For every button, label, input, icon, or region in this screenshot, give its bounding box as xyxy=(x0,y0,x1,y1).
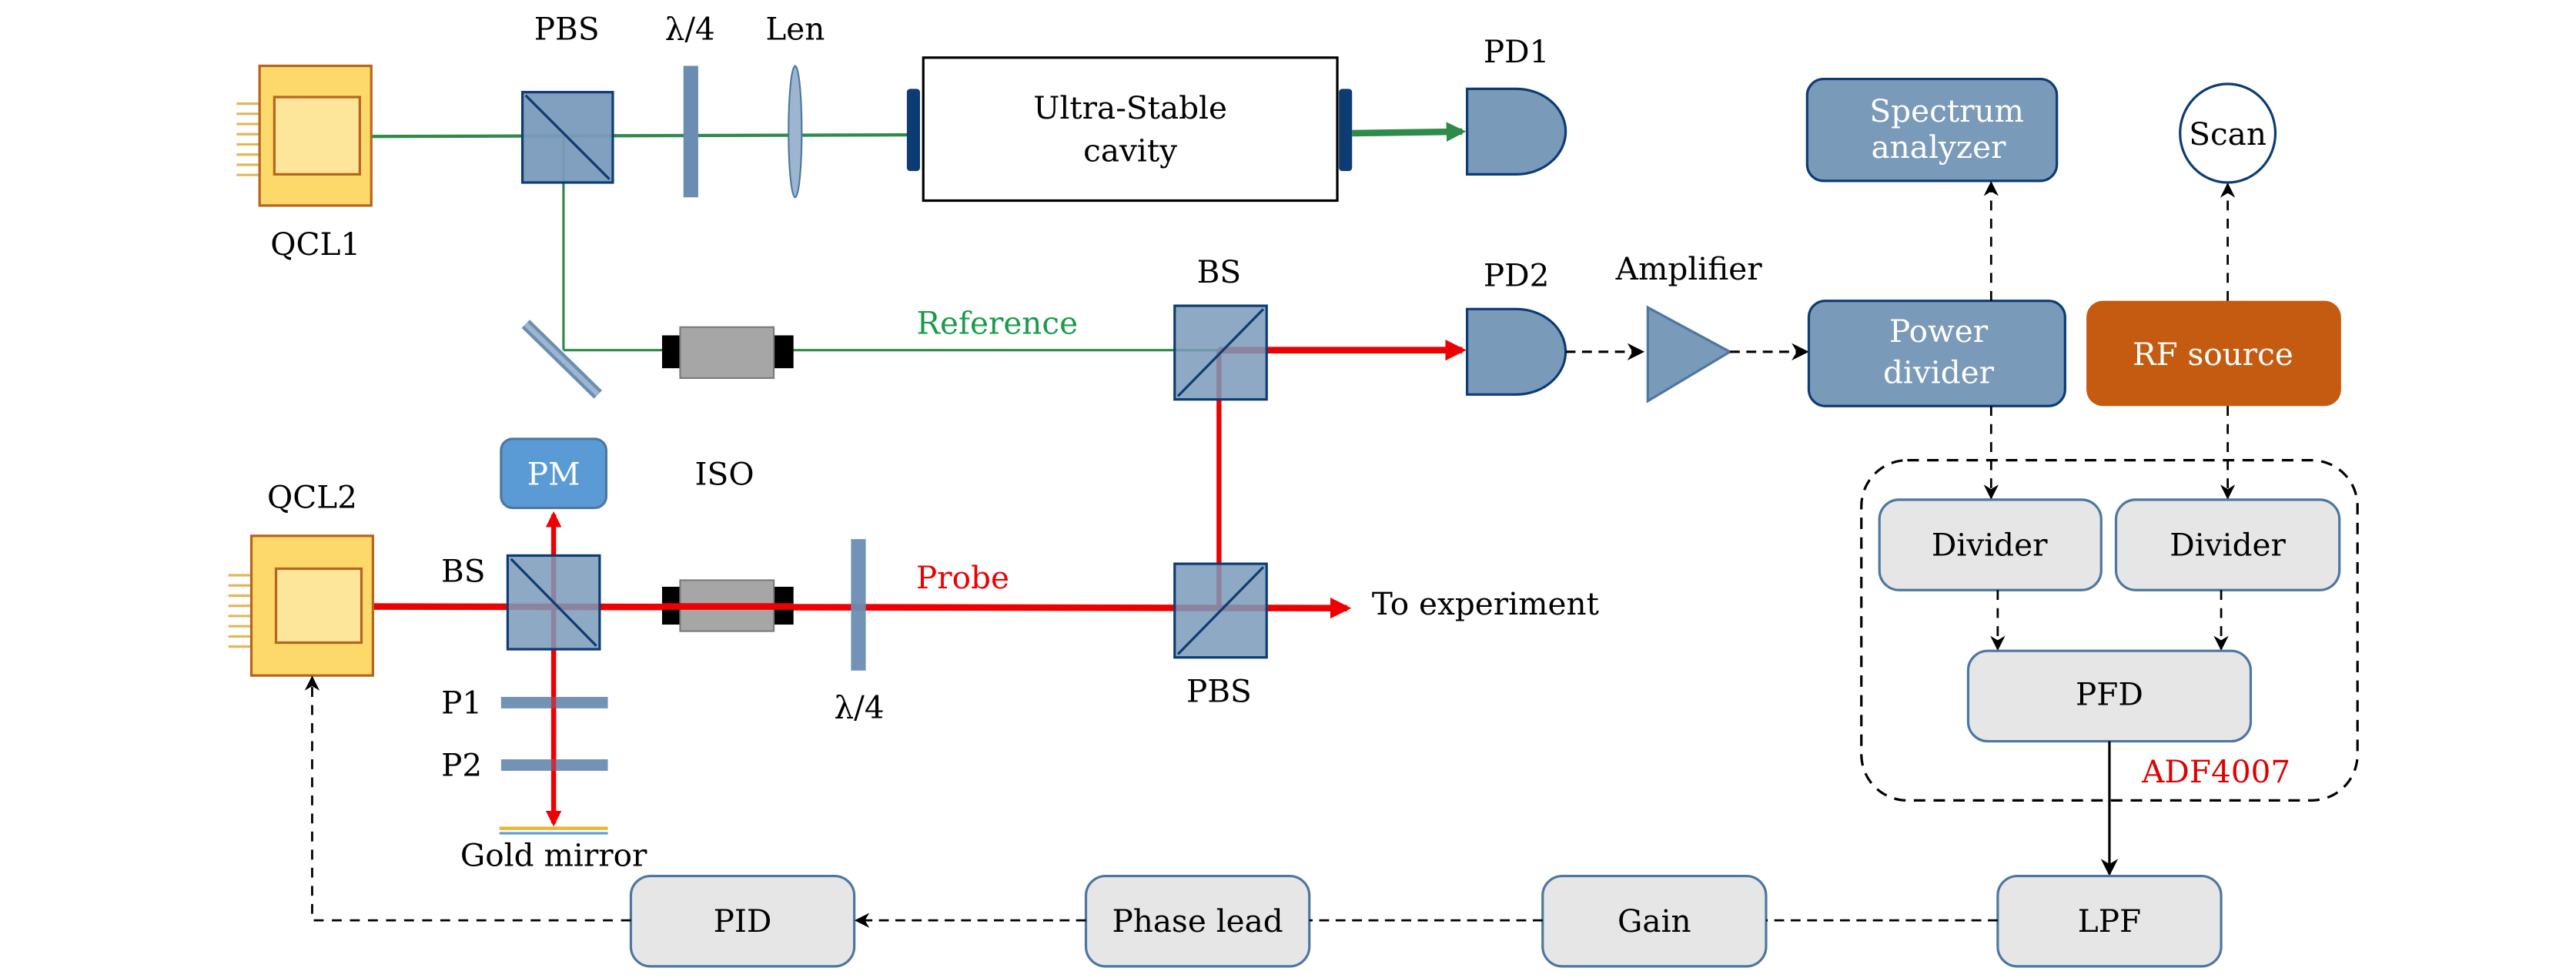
pd1-green-arrow xyxy=(1352,122,1467,142)
bs-left-cube xyxy=(506,554,601,651)
pfd-label: PFD xyxy=(2076,676,2143,713)
rf-source-box xyxy=(2086,300,2341,407)
bs-mid-cube xyxy=(1173,304,1268,401)
to-experiment-label: To experiment xyxy=(1372,585,1599,622)
pm-label: PM xyxy=(527,456,580,493)
scan-node xyxy=(2179,82,2277,184)
waveplate-bottom xyxy=(851,539,866,671)
cavity-label-line2: cavity xyxy=(1083,132,1177,169)
waveplate-top xyxy=(683,65,698,198)
amplifier-label: Amplifier xyxy=(1615,250,1763,287)
lambda4-bottom-label: λ/4 xyxy=(834,689,884,726)
lens-label: Len xyxy=(765,10,825,47)
pbs-top-cube xyxy=(520,91,614,184)
qcl2-label: QCL2 xyxy=(267,479,357,516)
adf4007-label: ADF4007 xyxy=(2141,753,2290,790)
spectrum-label-line1: Spectrum xyxy=(1869,92,2024,129)
reference-label: Reference xyxy=(916,304,1078,341)
bs-left-label: BS xyxy=(441,553,486,590)
power-label-line1: Power xyxy=(1889,313,1989,350)
pd2-label: PD2 xyxy=(1484,256,1550,293)
divider1-box xyxy=(1878,498,2103,591)
pbs-top-label: PBS xyxy=(534,10,600,47)
gain-label: Gain xyxy=(1618,903,1691,939)
pd1-label: PD1 xyxy=(1484,33,1550,70)
spectrum-label-line2: analyzer xyxy=(1872,129,2007,166)
bs-mid-label: BS xyxy=(1197,253,1242,290)
reference-beam-main xyxy=(361,133,912,139)
qcl2-laser xyxy=(228,534,375,677)
pbs-bottom-cube xyxy=(1173,562,1268,659)
fold-mirror-face xyxy=(524,322,600,397)
lambda4-top-label: λ/4 xyxy=(665,10,715,47)
divider2-box xyxy=(2114,498,2341,591)
pd2-photodetector xyxy=(1465,307,1567,396)
pid-label: PID xyxy=(714,903,772,939)
rf-source-label: RF source xyxy=(2133,336,2293,373)
adf4007-group xyxy=(1860,459,2359,802)
power-label-line2: divider xyxy=(1883,353,1995,390)
gold-mirror xyxy=(499,826,608,835)
power-meter-box xyxy=(500,437,608,510)
divider2-label: Divider xyxy=(2170,526,2286,563)
lpf-label: LPF xyxy=(2078,903,2141,939)
lens xyxy=(788,65,803,199)
power-divider-box xyxy=(1807,300,2066,407)
phase-lead-label: Phase lead xyxy=(1112,903,1283,939)
qcl1-laser xyxy=(236,64,373,207)
spectrum-analyzer-box xyxy=(1805,77,2059,183)
probe-label: Probe xyxy=(916,559,1009,596)
scan-label: Scan xyxy=(2189,116,2267,152)
pd1-photodetector xyxy=(1465,87,1567,176)
iso-label: ISO xyxy=(695,456,754,493)
divider1-label: Divider xyxy=(1932,526,2048,563)
p2-label: P2 xyxy=(441,746,482,783)
gold-mirror-label: Gold mirror xyxy=(460,837,647,874)
ultra-stable-cavity xyxy=(906,56,1353,203)
pbs-bottom-label: PBS xyxy=(1186,672,1252,709)
amplifier-triangle xyxy=(1646,305,1733,404)
qcl1-label: QCL1 xyxy=(270,226,360,263)
cavity-label-line1: Ultra-Stable xyxy=(1033,89,1227,126)
p1-label: P1 xyxy=(441,684,482,721)
isolator-top xyxy=(661,326,794,380)
